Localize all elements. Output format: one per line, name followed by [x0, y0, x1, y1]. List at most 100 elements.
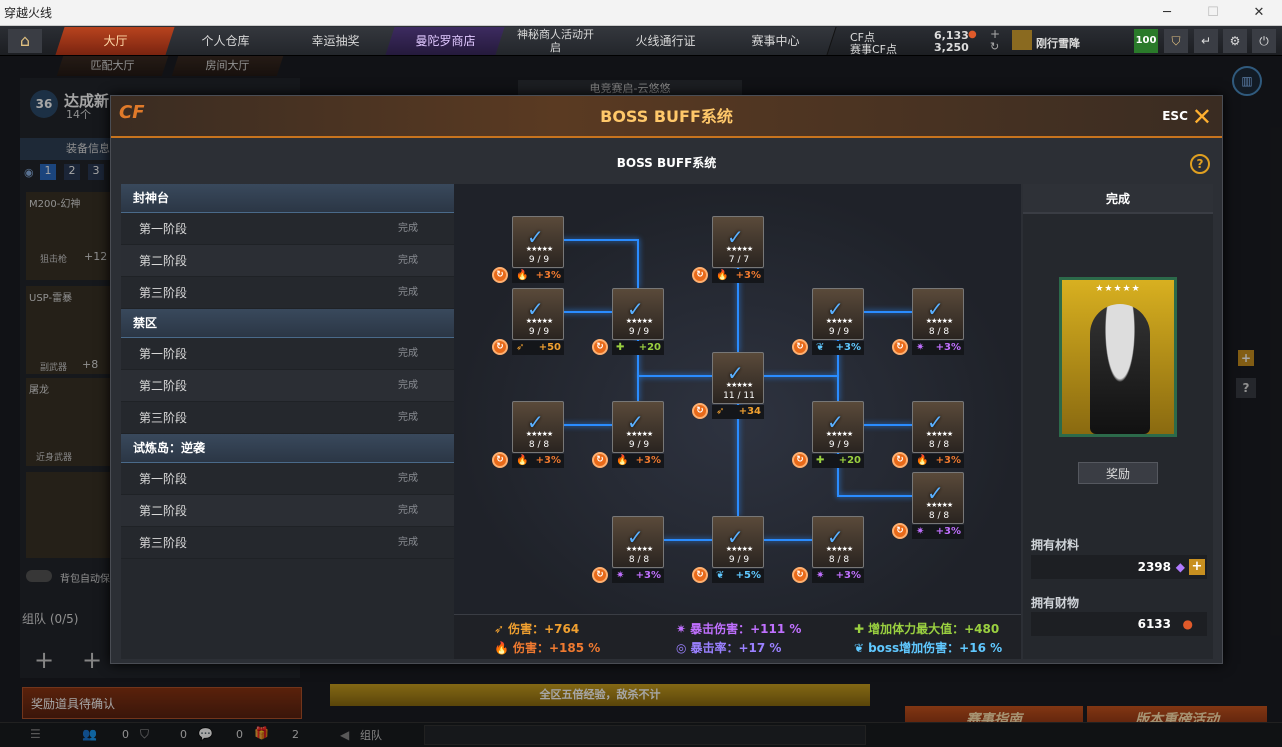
tab-mandala-shop[interactable]: 曼陀罗商店 — [385, 27, 507, 55]
shield-icon[interactable]: ⛉ — [1164, 29, 1188, 53]
buff-node[interactable]: ✓★★★★★11 / 11 — [712, 352, 764, 404]
stage-item[interactable]: 第三阶段完成 — [121, 527, 454, 559]
stage-item[interactable]: 第三阶段完成 — [121, 277, 454, 309]
reward-confirm-bar[interactable]: 奖励道具待确认 — [22, 687, 302, 719]
auto-toggle[interactable] — [26, 570, 52, 582]
upgrade-ring-icon[interactable]: ↻ — [692, 267, 708, 283]
stage-list: 封神台 第一阶段完成 第二阶段完成 第三阶段完成 禁区 第一阶段完成 第二阶段完… — [121, 184, 454, 659]
weapon-name: 屠龙 — [29, 385, 49, 396]
stage-group-header[interactable]: 禁区 — [121, 309, 454, 338]
buff-node[interactable]: ✓★★★★★9 / 9 — [812, 288, 864, 340]
buff-node[interactable]: ✓★★★★★9 / 9 — [512, 216, 564, 268]
stage-item[interactable]: 第二阶段完成 — [121, 495, 454, 527]
stage-item[interactable]: 第一阶段完成 — [121, 338, 454, 370]
back-icon[interactable]: ↵ — [1194, 29, 1218, 53]
check-icon: ✓ — [527, 225, 544, 249]
friends-icon[interactable]: 👥 — [82, 727, 97, 741]
upgrade-ring-icon[interactable]: ↻ — [892, 339, 908, 355]
buff-node[interactable]: ✓★★★★★8 / 8 — [912, 472, 964, 524]
wealth-label: 拥有财物 — [1031, 596, 1080, 610]
upgrade-ring-icon[interactable]: ↻ — [492, 339, 508, 355]
stage-item[interactable]: 第一阶段完成 — [121, 213, 454, 245]
upgrade-ring-icon[interactable]: ↻ — [892, 452, 908, 468]
tab-event-center[interactable]: 赛事中心 — [715, 27, 837, 55]
buff-node[interactable]: ✓★★★★★9 / 9 — [712, 516, 764, 568]
minimize-icon[interactable]: ─ — [1163, 5, 1171, 20]
weapon-card[interactable]: 屠龙 近身武器 — [26, 378, 110, 466]
upgrade-ring-icon[interactable]: ↻ — [492, 452, 508, 468]
reward-button[interactable]: 奖励 — [1078, 462, 1158, 484]
upgrade-ring-icon[interactable]: ↻ — [792, 452, 808, 468]
materials-box: 2398 ◆ + — [1031, 555, 1207, 579]
buff-node[interactable]: ✓★★★★★7 / 7 — [712, 216, 764, 268]
chat-input[interactable] — [424, 725, 866, 745]
stage-item[interactable]: 第二阶段完成 — [121, 245, 454, 277]
stage-item[interactable]: 第三阶段完成 — [121, 402, 454, 434]
weapon-card[interactable]: M200-幻神 狙击枪 +12 — [26, 192, 110, 280]
help-icon[interactable]: ? — [1236, 378, 1256, 398]
stage-group-header[interactable]: 试炼岛：逆袭 — [121, 434, 454, 463]
upgrade-ring-icon[interactable]: ↻ — [692, 403, 708, 419]
menu-icon[interactable]: ☰ — [30, 727, 41, 741]
refresh-icon[interactable]: ↻ — [990, 40, 1000, 53]
tab-battle-pass[interactable]: 火线通行证 — [605, 27, 727, 55]
buff-node[interactable]: ✓★★★★★8 / 8 — [812, 516, 864, 568]
buff-node[interactable]: ✓★★★★★9 / 9 — [612, 401, 664, 453]
buff-node[interactable]: ✓★★★★★8 / 8 — [912, 288, 964, 340]
stage-group-header[interactable]: 封神台 — [121, 184, 454, 213]
add-teammate-icon[interactable]: + — [82, 646, 103, 674]
node-stars: ★★★★★ — [725, 245, 753, 253]
upgrade-ring-icon[interactable]: ↻ — [792, 567, 808, 583]
gift-icon[interactable]: 🎁 — [254, 726, 269, 740]
level-badge: 100 — [1134, 29, 1158, 53]
loadout-slot-1[interactable]: 1 — [40, 164, 56, 180]
add-icon[interactable]: + — [1238, 350, 1254, 366]
stage-item[interactable]: 第二阶段完成 — [121, 370, 454, 402]
close-icon[interactable]: ✕ — [1191, 102, 1212, 131]
loadout-slot-2[interactable]: 2 — [64, 164, 80, 180]
help-button[interactable]: ? — [1190, 154, 1210, 174]
buff-node[interactable]: ✓★★★★★9 / 9 — [512, 288, 564, 340]
close-window-icon[interactable]: ✕ — [1253, 5, 1265, 20]
home-icon[interactable]: ⌂ — [8, 29, 42, 53]
buff-bonus: 🔥+3% — [712, 269, 764, 283]
upgrade-ring-icon[interactable]: ↻ — [892, 523, 908, 539]
gear-icon[interactable]: ⚙ — [1223, 29, 1247, 53]
crit-icon: ✷ — [676, 622, 687, 636]
upgrade-ring-icon[interactable]: ↻ — [592, 339, 608, 355]
tab-lobby[interactable]: 大厅 — [55, 27, 177, 55]
upgrade-ring-icon[interactable]: ↻ — [692, 567, 708, 583]
weapon-card[interactable]: USP-雷暴 副武器 +8 — [26, 286, 110, 374]
loadout-slot-3[interactable]: 3 — [88, 164, 104, 180]
upgrade-ring-icon[interactable]: ↻ — [792, 339, 808, 355]
friends-count: 0 — [122, 728, 129, 741]
esc-label: ESC — [1162, 109, 1188, 123]
buff-node[interactable]: ✓★★★★★8 / 8 — [912, 401, 964, 453]
buff-node[interactable]: ✓★★★★★8 / 8 — [512, 401, 564, 453]
stage-item[interactable]: 第一阶段完成 — [121, 463, 454, 495]
stats-icon[interactable]: ▥ — [1232, 66, 1262, 96]
add-materials-icon[interactable]: + — [1189, 559, 1205, 575]
buff-node[interactable]: ✓★★★★★8 / 8 — [612, 516, 664, 568]
upgrade-ring-icon[interactable]: ↻ — [592, 567, 608, 583]
buff-node[interactable]: ✓★★★★★9 / 9 — [612, 288, 664, 340]
speaker-icon[interactable]: ◀ — [340, 728, 350, 742]
tab-mystery-merchant[interactable]: 神秘商人活动开启 — [495, 27, 617, 55]
buff-bonus: 🔥+3% — [912, 454, 964, 468]
chat-icon[interactable]: 💬 — [198, 727, 213, 741]
tab-warehouse[interactable]: 个人仓库 — [165, 27, 287, 55]
add-teammate-icon[interactable]: + — [34, 646, 55, 674]
add-cf-icon[interactable]: + — [990, 27, 1001, 41]
upgrade-ring-icon[interactable]: ↻ — [592, 452, 608, 468]
buff-node[interactable]: ✓★★★★★9 / 9 — [812, 401, 864, 453]
weapon-card[interactable] — [26, 472, 110, 558]
avatar[interactable] — [1012, 30, 1032, 50]
close-button[interactable]: ESC✕ — [1162, 104, 1212, 129]
clan-icon[interactable]: ⛉ — [140, 727, 150, 741]
power-icon[interactable]: ⏻ — [1252, 29, 1276, 53]
maximize-icon[interactable]: ☐ — [1207, 5, 1219, 20]
check-icon: ✓ — [627, 410, 644, 434]
upgrade-ring-icon[interactable]: ↻ — [492, 267, 508, 283]
buff-bonus: ❦+5% — [712, 569, 764, 583]
tab-lottery[interactable]: 幸运抽奖 — [275, 27, 397, 55]
